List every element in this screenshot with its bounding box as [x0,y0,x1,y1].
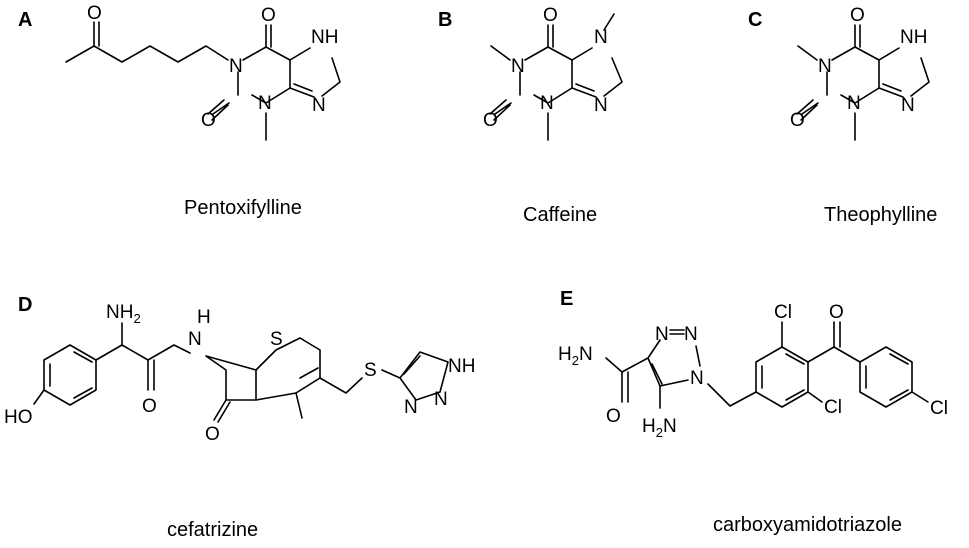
panel-b: B O O N N N N Caffeine [438,5,623,226]
panel-a-label: A [18,9,32,31]
atom-s-chain: S [364,360,377,381]
pentoxifylline-structure: O O O N N NH N [65,3,341,141]
caption-caffeine: Caffeine [523,204,597,226]
atom-o-2: O [483,110,498,131]
caption-carboxyamidotriazole: carboxyamidotriazole [713,514,902,536]
atom-n7: N [594,27,608,48]
cefatrizine-structure: HO NH2 O N H O S S NH N N [4,302,475,445]
atom-nh2: NH2 [106,302,141,326]
atom-h-amide: H [197,307,211,328]
atom-o-amide: O [606,406,621,427]
atom-nh-amide: N [188,329,202,350]
atom-o-ketone: O [829,302,844,323]
atom-o-2: O [201,110,216,131]
panel-b-label: B [438,9,452,31]
atom-nh-7: NH [311,27,338,48]
atom-o-ketone: O [87,3,102,24]
atom-o-amide: O [142,396,157,417]
atom-s-ring: S [270,329,283,350]
caption-theophylline: Theophylline [824,204,937,226]
atom-n3: N [847,93,861,114]
atom-cl-2: Cl [824,397,842,418]
atom-o-2: O [790,110,805,131]
atom-n9: N [312,95,326,116]
atom-nh-7: NH [900,27,927,48]
panel-a: A O O O N N NH N Pentoxifylline [18,3,341,219]
caffeine-structure: O O N N N N [483,5,623,141]
carboxyamidotriazole-structure: H2N O N N N H2N Cl Cl O [558,302,948,440]
panel-c: C O O N N NH N Theophylline [748,5,937,226]
atom-n9: N [594,95,608,116]
atom-cl-3: Cl [930,398,948,419]
atom-cl-1: Cl [774,302,792,323]
theophylline-structure: O O N N NH N [790,5,930,141]
caption-cefatrizine: cefatrizine [167,519,258,541]
panel-c-label: C [748,9,762,31]
panel-d-label: D [18,294,32,316]
atom-o-lactam: O [205,424,220,445]
atom-h2n-ring: H2N [642,416,677,440]
atom-n-triazole-3: N [404,397,418,418]
atom-n1: N [229,56,243,77]
caption-pentoxifylline: Pentoxifylline [184,197,302,219]
panel-e: E H2N O N N N H2N Cl Cl O [558,288,948,536]
panel-e-label: E [560,288,573,310]
atom-n-triazole-2: N [434,389,448,410]
atom-ho: HO [4,407,33,428]
atom-n-t1: N [655,324,669,345]
atom-n-t3: N [690,368,704,389]
atom-n-t2: N [684,324,698,345]
atom-n3: N [258,93,272,114]
atom-h2n-amide: H2N [558,344,593,368]
atom-n1: N [511,56,525,77]
atom-n1: N [818,56,832,77]
atom-n3: N [540,93,554,114]
panel-d: D HO NH2 O N H O S S [4,294,475,541]
atom-o-1: O [543,5,558,26]
atom-o-1: O [261,5,276,26]
atom-o-1: O [850,5,865,26]
atom-n9: N [901,95,915,116]
atom-nh-triazole: NH [448,356,475,377]
